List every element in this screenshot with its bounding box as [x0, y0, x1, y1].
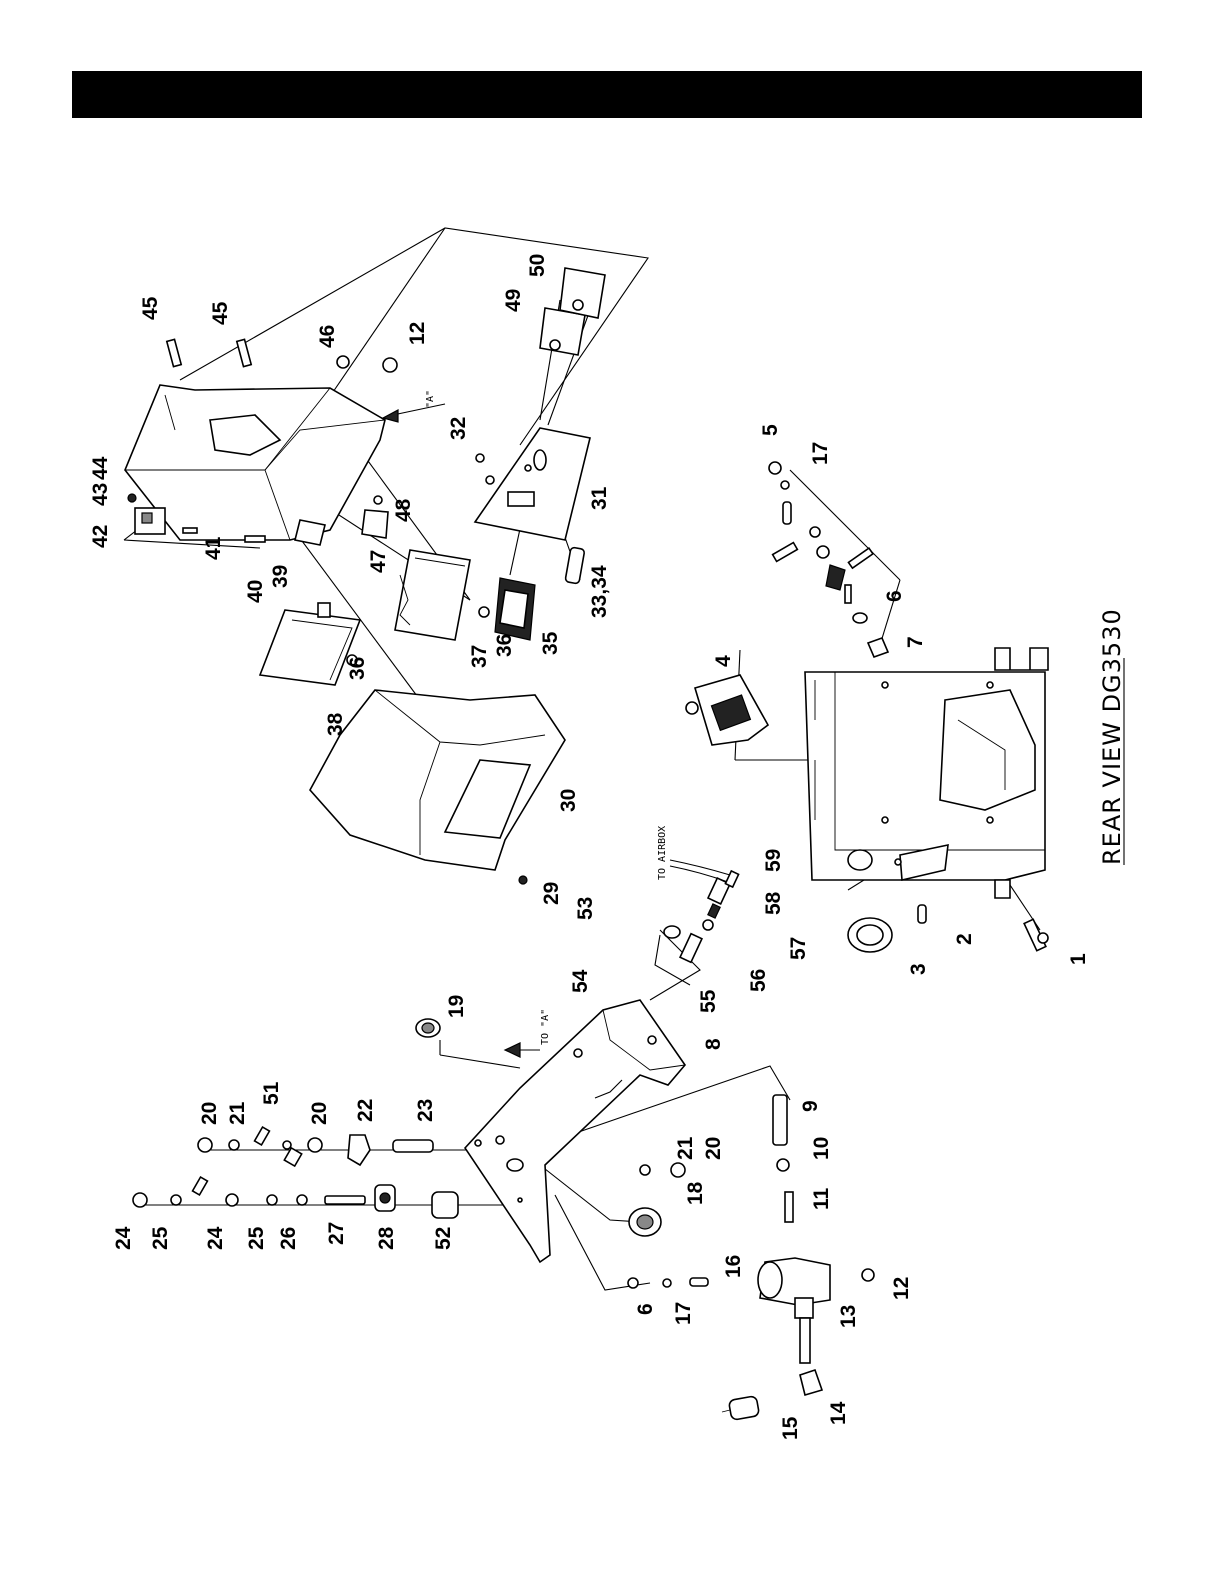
- callout-45a: 45: [139, 296, 162, 320]
- callout-15: 15: [779, 1416, 802, 1440]
- callout-27: 27: [325, 1222, 348, 1245]
- note-to-a: TO "A": [540, 1009, 551, 1045]
- air-fittings: [664, 871, 739, 962]
- regulator-13: [722, 1258, 874, 1420]
- callout-20a: 20: [198, 1102, 221, 1125]
- note-a-marker: "A": [425, 390, 436, 408]
- screw-32: [476, 454, 494, 484]
- callout-53: 53: [574, 897, 597, 920]
- callout-19: 19: [445, 995, 468, 1018]
- hardware-row-top: [198, 1127, 481, 1166]
- callout-48: 48: [392, 498, 415, 522]
- callout-17b: 17: [672, 1302, 695, 1325]
- callout-8: 8: [702, 1038, 725, 1050]
- callout-36a: 36: [493, 634, 516, 657]
- callout-24a: 24: [112, 1226, 135, 1250]
- callout-21a: 21: [226, 1101, 249, 1125]
- callout-36b: 36: [346, 657, 369, 680]
- terminal-47-48: [362, 496, 388, 538]
- callout-50: 50: [526, 254, 549, 277]
- callout-31: 31: [588, 486, 611, 510]
- callout-2: 2: [953, 933, 976, 945]
- callout-20b: 20: [308, 1102, 331, 1125]
- callout-33-34: 33,34: [588, 565, 611, 618]
- callout-57: 57: [787, 937, 810, 960]
- callout-16: 16: [722, 1255, 745, 1278]
- callout-46: 46: [316, 325, 339, 348]
- callout-40: 40: [244, 580, 267, 603]
- bolts-45: [167, 339, 251, 366]
- screw-2: [918, 905, 926, 923]
- module-38: [260, 603, 360, 685]
- switch-35: [495, 578, 535, 640]
- callout-10: 10: [810, 1137, 833, 1160]
- connector-4: [686, 675, 768, 745]
- callout-14: 14: [827, 1401, 850, 1425]
- callout-22: 22: [354, 1099, 377, 1122]
- callout-54: 54: [569, 969, 592, 993]
- callout-32: 32: [447, 417, 470, 440]
- callout-47: 47: [367, 550, 390, 573]
- callout-44: 44: [89, 456, 112, 480]
- callout-56: 56: [747, 969, 770, 992]
- nut-12-top: [383, 358, 397, 372]
- callout-24b: 24: [204, 1226, 227, 1250]
- callout-29: 29: [540, 882, 563, 905]
- cover-30: [310, 690, 565, 884]
- callout-35: 35: [539, 631, 562, 655]
- callout-52: 52: [432, 1227, 455, 1250]
- bolt-1: [1024, 919, 1048, 950]
- callout-6a: 6: [883, 590, 906, 602]
- callout-6b: 6: [634, 1303, 657, 1315]
- cable-terminals: [769, 462, 888, 657]
- nut-46: [337, 356, 349, 368]
- view-title: REAR VIEW DG3530: [1098, 608, 1126, 865]
- callout-1: 1: [1067, 953, 1090, 965]
- callout-23: 23: [414, 1099, 437, 1122]
- callout-17a: 17: [809, 442, 832, 465]
- callout-9: 9: [799, 1100, 822, 1112]
- callout-12a: 12: [406, 322, 429, 345]
- module-37: [395, 550, 489, 640]
- callout-12b: 12: [890, 1277, 913, 1300]
- callout-39: 39: [269, 565, 292, 588]
- callout-43: 43: [89, 483, 112, 506]
- callout-45b: 45: [209, 301, 232, 325]
- callout-4: 4: [712, 655, 735, 667]
- callout-49: 49: [502, 289, 525, 312]
- hardware-row-bottom: [133, 1177, 458, 1218]
- fuel-line-parts: [773, 1095, 793, 1222]
- switches-49-50: [540, 268, 605, 355]
- callout-58: 58: [762, 891, 785, 915]
- callout-26: 26: [277, 1227, 300, 1250]
- callout-37: 37: [468, 645, 491, 668]
- callout-41: 41: [202, 536, 225, 560]
- callout-51: 51: [260, 1081, 283, 1105]
- callout-11: 11: [810, 1187, 833, 1210]
- callout-5: 5: [759, 424, 782, 436]
- callout-38: 38: [324, 712, 347, 736]
- control-box-frame: [805, 648, 1048, 898]
- fitting-18: [629, 1208, 661, 1236]
- callout-25a: 25: [149, 1226, 172, 1250]
- grommet-19: [416, 1019, 440, 1037]
- callout-30: 30: [557, 789, 580, 812]
- nut-washer-20-21: [640, 1163, 685, 1177]
- arrow-to-a: [505, 1043, 520, 1057]
- callout-55: 55: [697, 989, 720, 1013]
- callout-7: 7: [904, 636, 927, 648]
- callout-3: 3: [907, 963, 930, 975]
- fuse-holder-33-34: [565, 547, 585, 584]
- callout-25b: 25: [245, 1226, 268, 1250]
- callout-20c: 20: [702, 1137, 725, 1160]
- callout-13: 13: [837, 1305, 860, 1328]
- washers-6-16-17: [628, 1278, 708, 1288]
- callout-42: 42: [89, 525, 112, 548]
- callout-28: 28: [375, 1226, 398, 1250]
- callout-21b: 21: [674, 1136, 697, 1160]
- callout-18: 18: [684, 1181, 707, 1205]
- note-to-airbox: TO AIRBOX: [657, 826, 668, 880]
- callout-59: 59: [762, 849, 785, 872]
